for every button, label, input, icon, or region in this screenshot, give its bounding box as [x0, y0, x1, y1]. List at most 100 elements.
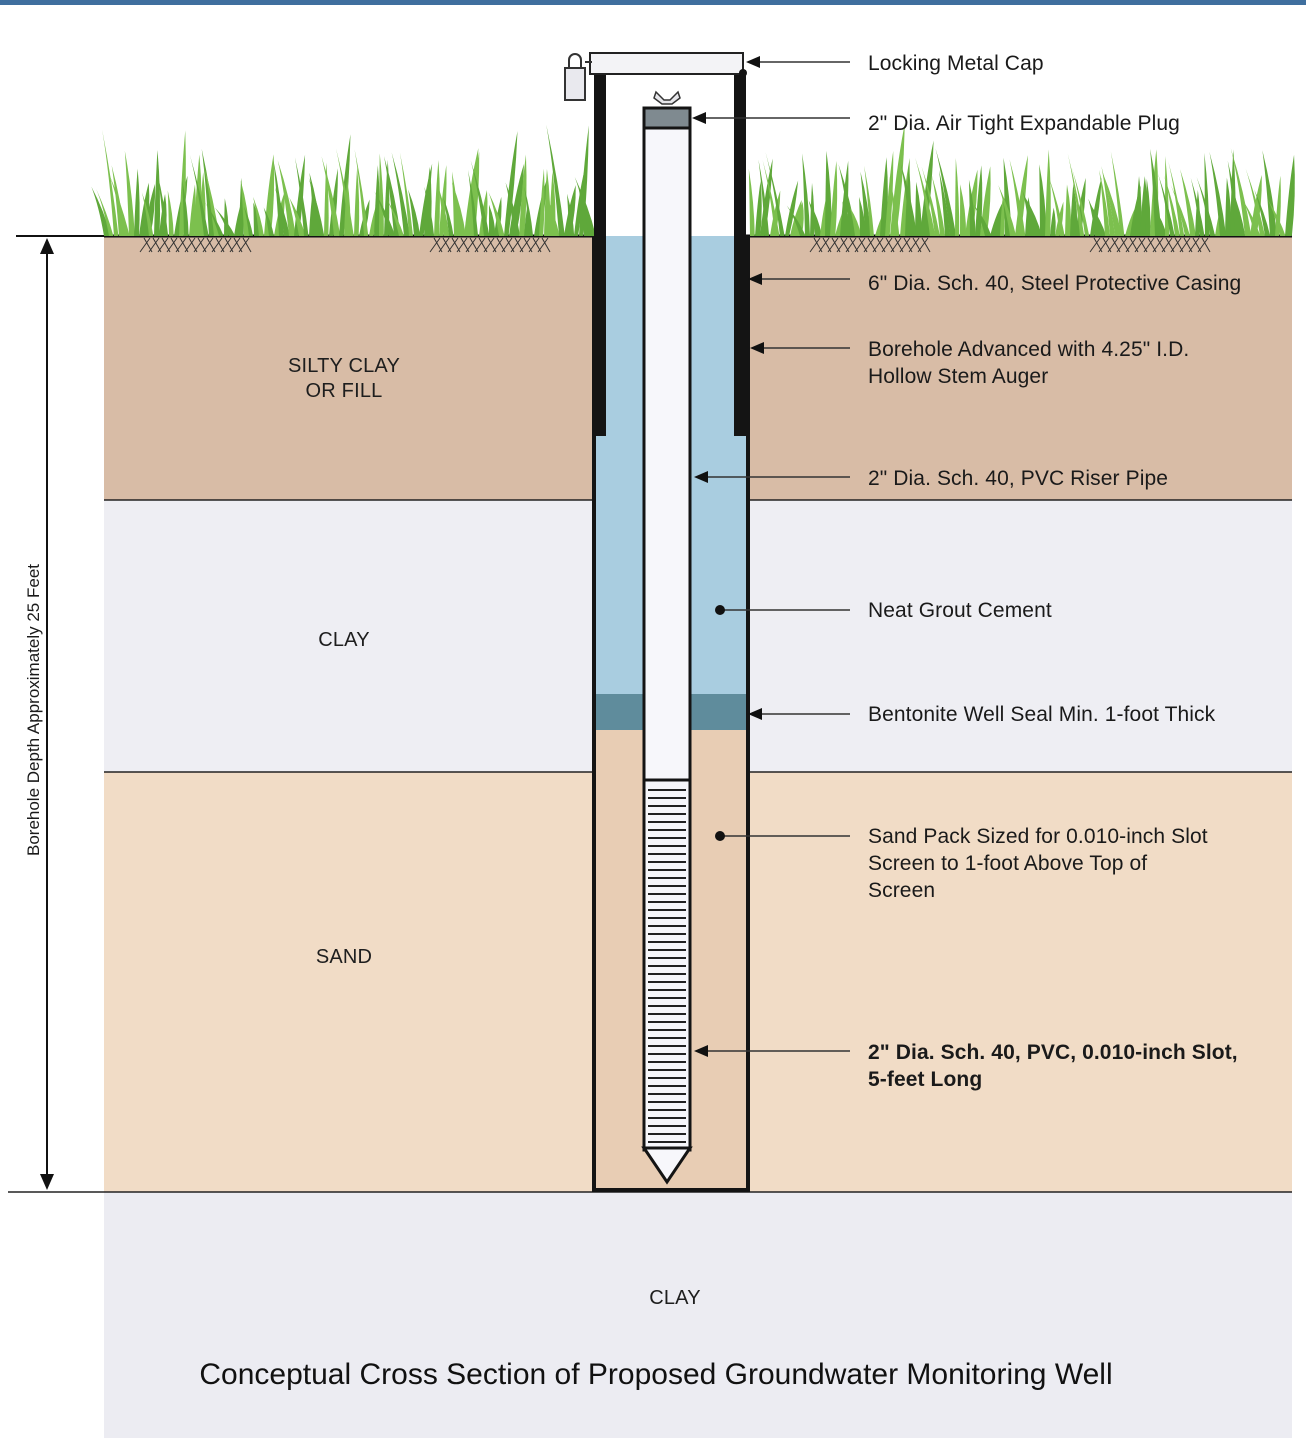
grass-blade: [203, 163, 220, 236]
screen-end-point: [641, 1146, 693, 1185]
grass-blade: [915, 157, 936, 236]
grass-blade: [574, 176, 596, 236]
grass-blade: [505, 182, 521, 236]
grass-blade: [109, 174, 130, 236]
grass-blade: [1150, 148, 1162, 236]
hatch-mark: [519, 237, 531, 253]
leader-bentonite-arrowhead: [748, 708, 762, 720]
grass-blade: [1000, 198, 1005, 236]
grass-blade: [998, 184, 1017, 236]
grass-blade: [889, 176, 900, 236]
grass-blade: [339, 134, 351, 236]
grass-blade: [808, 200, 822, 236]
grass-blade: [786, 205, 806, 236]
grass-blade: [1180, 169, 1196, 236]
grass-blade: [1101, 166, 1116, 236]
callout-grout-cement: Neat Grout Cement: [868, 599, 1052, 622]
grass-blade: [1045, 149, 1051, 236]
grass-blade: [755, 180, 762, 236]
grass-blade: [1110, 151, 1125, 236]
depth-label: Borehole Depth Approximately 25 Feet: [24, 563, 43, 857]
layer-clay-lower: [104, 1192, 1292, 1438]
grass-blade: [802, 153, 811, 236]
layer-label-clay-upper: CLAY: [318, 629, 370, 651]
callout-expandable-plug: 2" Dia. Air Tight Expandable Plug: [868, 112, 1180, 135]
grass-blade: [860, 171, 871, 236]
grass-blade: [434, 159, 440, 236]
hatch-mark: [908, 237, 920, 253]
hatch-mark: [1107, 237, 1119, 253]
hatch-mark: [438, 237, 450, 253]
grass-blade: [1102, 172, 1122, 236]
grass-blade: [825, 150, 832, 236]
grass-blade: [567, 193, 575, 236]
hatch-mark: [1098, 237, 1110, 253]
grass-blade: [189, 154, 209, 236]
grass-blade: [931, 174, 946, 236]
grass-blade: [758, 159, 770, 236]
grass-blade: [488, 192, 505, 236]
grass-blade: [830, 160, 838, 236]
hatch-mark: [1116, 237, 1128, 253]
grass-blade: [1230, 148, 1252, 236]
grass-blade: [134, 168, 140, 236]
grass-blade: [1039, 164, 1047, 236]
grass-blade: [915, 181, 922, 236]
grass-blade: [214, 207, 236, 236]
grass-blade: [424, 186, 435, 236]
grass-blade: [189, 184, 196, 236]
hatch-mark: [827, 237, 839, 253]
protective-casing-left: [594, 70, 606, 436]
grass-blade: [938, 169, 951, 236]
grass-blade: [1209, 151, 1227, 236]
layer-label-silty-clay: SILTY CLAY OR FILL: [287, 355, 401, 402]
grass-blade: [399, 152, 414, 236]
grass-blade: [294, 157, 309, 236]
grass-blade: [1196, 176, 1216, 236]
grass-blade: [289, 197, 306, 236]
hatch-mark: [483, 237, 495, 253]
hatch-mark: [1188, 237, 1200, 253]
hatch-mark: [1201, 237, 1211, 253]
callout-sand-pack: Sand Pack Sized for 0.010-inch Slot Scre…: [868, 825, 1208, 902]
grass-blade: [391, 152, 410, 236]
depth-arrow-top: [40, 238, 54, 254]
hatch-mark: [492, 237, 504, 253]
grass-blade: [539, 168, 545, 236]
hatch-mark: [456, 237, 468, 253]
hatch-mark: [1134, 237, 1146, 253]
grass-blade: [519, 154, 527, 236]
grass-blade: [141, 192, 154, 236]
grass-blade: [96, 188, 114, 236]
grass-blade: [1088, 198, 1101, 236]
hatch-mark: [809, 237, 821, 253]
leader-expandable-plug-arrowhead: [692, 112, 706, 124]
hatch-mark: [211, 237, 223, 253]
hatch-mark: [184, 237, 196, 253]
grass-blade: [765, 152, 785, 236]
grass-blade: [838, 164, 857, 236]
layer-label-clay-lower: CLAY: [649, 1287, 701, 1309]
hatch-mark: [899, 237, 911, 253]
grass-blade: [849, 207, 862, 236]
hatch-mark: [818, 237, 830, 253]
grass-blade: [546, 124, 565, 236]
grass-blade: [1065, 184, 1072, 236]
grass-blade: [408, 189, 421, 236]
grass-blade: [1135, 176, 1142, 236]
grass-blade: [880, 157, 888, 236]
callout-bentonite-seal: Bentonite Well Seal Min. 1-foot Thick: [868, 703, 1216, 726]
grass-blade: [885, 150, 894, 236]
leader-grout-dot: [715, 605, 725, 615]
grass-blade: [920, 140, 934, 236]
grass-blade: [354, 149, 369, 236]
hatch-mark: [157, 237, 169, 253]
grass-blade: [1242, 199, 1261, 236]
grass-blade: [335, 148, 354, 236]
grass-blade: [546, 196, 560, 236]
hatch-mark: [501, 237, 513, 253]
hatch-mark: [447, 237, 459, 253]
hatch-mark: [836, 237, 848, 253]
grass-blade: [785, 180, 799, 236]
